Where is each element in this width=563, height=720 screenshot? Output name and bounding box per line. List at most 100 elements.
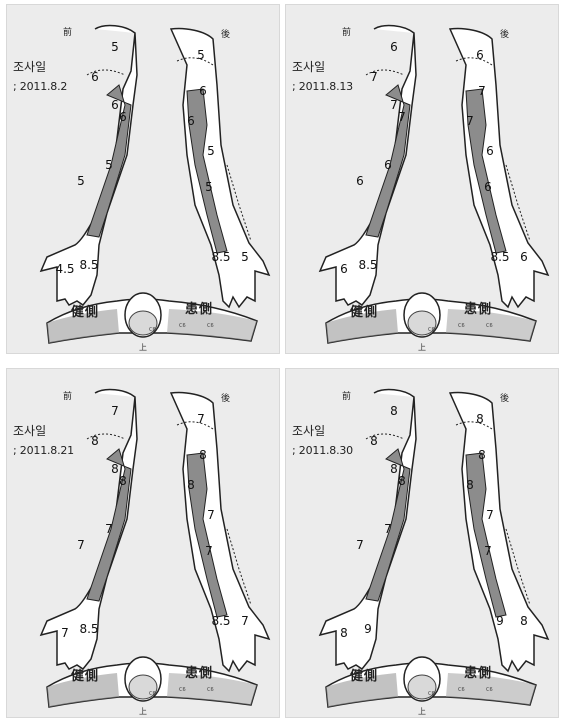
survey-date-label: 조사일 (13, 422, 46, 439)
front-wrist-value: 8.5 (79, 259, 98, 271)
panel-2011-8-21: 前 後 조사일 ; 2011.8.21 7 8 8 8 7 7 7 8.5 7 … (6, 368, 280, 718)
back-forearm-value-b: 7 (205, 545, 213, 557)
front-inner-arm-value-b: 6 (119, 111, 127, 123)
back-upper-arm-value: 8 (199, 449, 207, 461)
front-forearm-side-value: 7 (356, 539, 364, 551)
affected-side-label: 患側 (464, 662, 492, 681)
front-forearm-mid-value: 7 (384, 523, 392, 535)
spine-level-label: C6 (486, 323, 493, 329)
survey-date-label: 조사일 (292, 422, 325, 439)
front-upper-arm-value: 8 (91, 435, 99, 447)
back-inner-arm-value: 7 (466, 115, 474, 127)
survey-date: ; 2011.8.13 (292, 80, 353, 93)
back-inner-arm-value: 6 (187, 115, 195, 127)
front-inner-arm-value-b: 8 (119, 475, 127, 487)
panel-2011-8-2: 前 後 조사일 ; 2011.8.2 5 6 6 6 5 5 4.5 8.5 5… (6, 4, 280, 354)
back-forearm-value-b: 6 (484, 181, 492, 193)
back-wrist-value: 9 (496, 615, 504, 627)
healthy-side-label: 健側 (350, 301, 378, 320)
arm-diagram (286, 5, 559, 354)
back-upper-arm-value: 7 (478, 85, 486, 97)
back-forearm-value-a: 7 (486, 509, 494, 521)
healthy-side-label: 健側 (71, 301, 99, 320)
back-inner-arm-value: 8 (466, 479, 474, 491)
panel-2011-8-13: 前 後 조사일 ; 2011.8.13 6 7 7 7 6 6 6 8.5 6 … (285, 4, 559, 354)
front-inner-arm-value-b: 7 (398, 111, 406, 123)
affected-side-label: 患側 (464, 298, 492, 317)
front-wrist-value: 9 (364, 623, 372, 635)
front-forearm-side-value: 7 (77, 539, 85, 551)
survey-date: ; 2011.8.2 (13, 80, 67, 93)
spine-level-label: C6 (149, 327, 156, 333)
front-forearm-side-value: 6 (356, 175, 364, 187)
survey-date-label: 조사일 (13, 58, 46, 75)
back-forearm-value-a: 6 (486, 145, 494, 157)
back-shoulder-value: 7 (197, 413, 205, 425)
back-hand-value: 5 (241, 251, 249, 263)
back-forearm-value-b: 5 (205, 181, 213, 193)
back-label: 後 (500, 391, 509, 404)
front-inner-arm-value-a: 7 (390, 99, 398, 111)
spine-level-label: C6 (458, 687, 465, 693)
spine-level-label: C6 (207, 687, 214, 693)
front-inner-arm-value-a: 6 (111, 99, 119, 111)
front-shoulder-value: 5 (111, 41, 119, 53)
survey-date: ; 2011.8.21 (13, 444, 74, 457)
back-inner-arm-value: 8 (187, 479, 195, 491)
spine-level-label: C6 (428, 691, 435, 697)
back-wrist-value: 8.5 (211, 251, 230, 263)
front-hand-value: 8 (340, 627, 348, 639)
front-label: 前 (63, 389, 72, 402)
top-label: 上 (418, 706, 426, 717)
back-label: 後 (500, 27, 509, 40)
survey-date: ; 2011.8.30 (292, 444, 353, 457)
spine-level-label: C6 (179, 687, 186, 693)
arm-diagram (7, 369, 280, 718)
arm-diagram (286, 369, 559, 718)
top-label: 上 (418, 342, 426, 353)
survey-date-label: 조사일 (292, 58, 325, 75)
front-shoulder-value: 8 (390, 405, 398, 417)
top-label: 上 (139, 706, 147, 717)
front-hand-value: 7 (61, 627, 69, 639)
affected-side-label: 患側 (185, 662, 213, 681)
front-inner-arm-value-b: 8 (398, 475, 406, 487)
panel-2011-8-30: 前 後 조사일 ; 2011.8.30 8 8 8 8 7 7 8 9 8 8 … (285, 368, 559, 718)
front-forearm-mid-value: 7 (105, 523, 113, 535)
back-wrist-value: 8.5 (211, 615, 230, 627)
front-forearm-side-value: 5 (77, 175, 85, 187)
spine-level-label: C6 (428, 327, 435, 333)
back-forearm-value-a: 7 (207, 509, 215, 521)
front-upper-arm-value: 6 (91, 71, 99, 83)
back-forearm-value-a: 5 (207, 145, 215, 157)
front-shoulder-value: 6 (390, 41, 398, 53)
back-label: 後 (221, 391, 230, 404)
front-forearm-mid-value: 6 (384, 159, 392, 171)
back-shoulder-value: 8 (476, 413, 484, 425)
spine-level-label: C6 (458, 323, 465, 329)
front-shoulder-value: 7 (111, 405, 119, 417)
affected-side-label: 患側 (185, 298, 213, 317)
arm-diagram (7, 5, 280, 354)
front-label: 前 (342, 25, 351, 38)
front-inner-arm-value-a: 8 (111, 463, 119, 475)
spine-level-label: C6 (149, 691, 156, 697)
front-hand-value: 4.5 (55, 263, 74, 275)
back-forearm-value-b: 7 (484, 545, 492, 557)
healthy-side-label: 健側 (71, 665, 99, 684)
back-shoulder-value: 6 (476, 49, 484, 61)
back-label: 後 (221, 27, 230, 40)
front-label: 前 (342, 389, 351, 402)
back-wrist-value: 8.5 (490, 251, 509, 263)
front-wrist-value: 8.5 (79, 623, 98, 635)
healthy-side-label: 健側 (350, 665, 378, 684)
spine-level-label: C6 (486, 687, 493, 693)
front-upper-arm-value: 7 (370, 71, 378, 83)
front-upper-arm-value: 8 (370, 435, 378, 447)
spine-level-label: C6 (179, 323, 186, 329)
spine-level-label: C6 (207, 323, 214, 329)
back-hand-value: 7 (241, 615, 249, 627)
front-hand-value: 6 (340, 263, 348, 275)
top-label: 上 (139, 342, 147, 353)
front-label: 前 (63, 25, 72, 38)
